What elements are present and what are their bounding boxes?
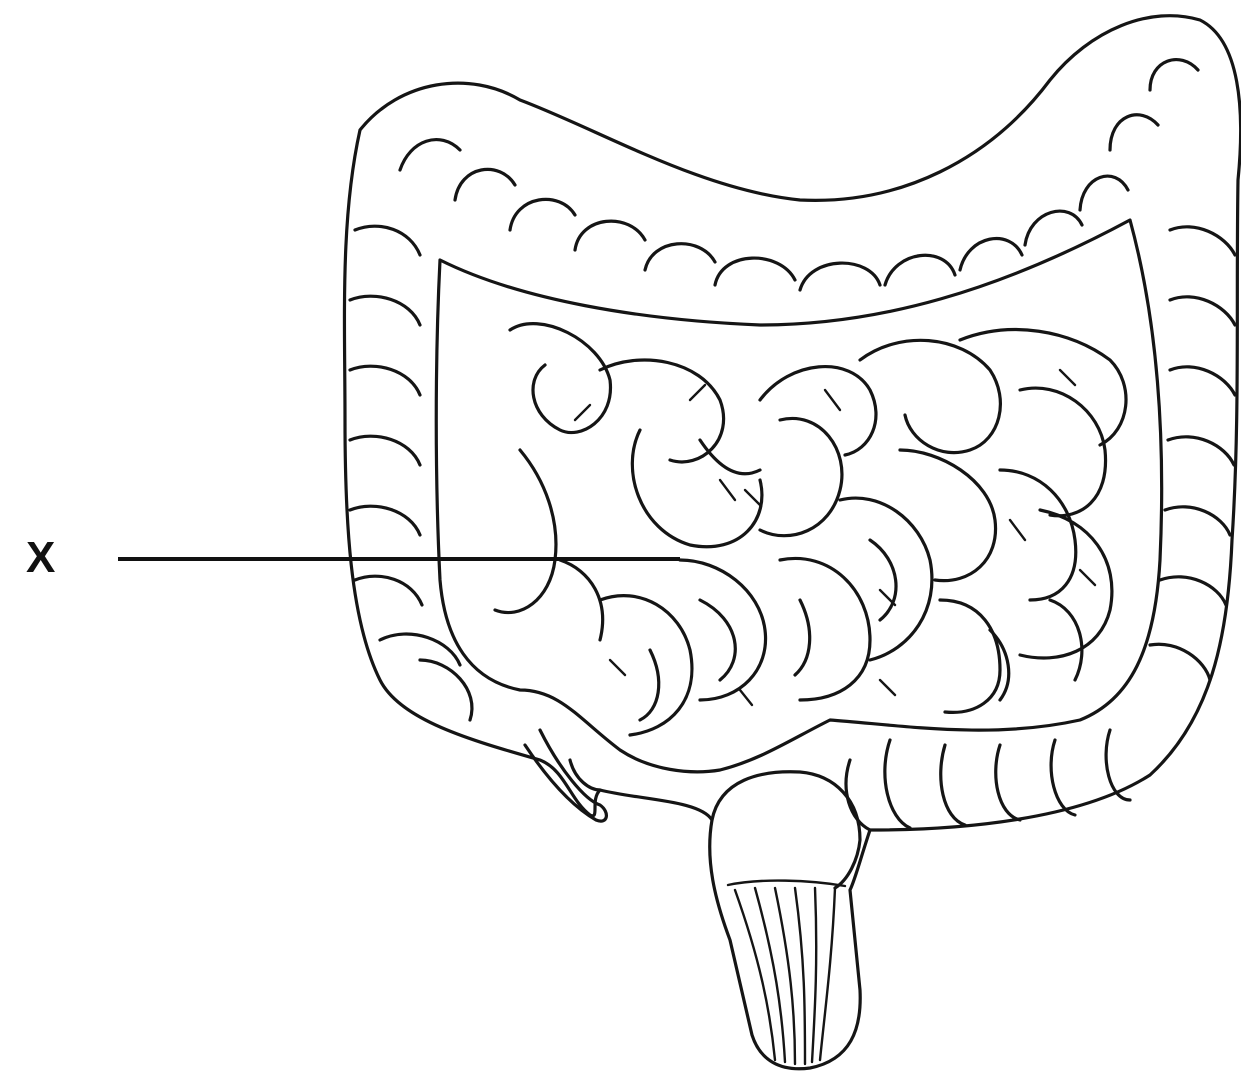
pointer-line [118,557,680,561]
label-x: X [26,536,55,580]
